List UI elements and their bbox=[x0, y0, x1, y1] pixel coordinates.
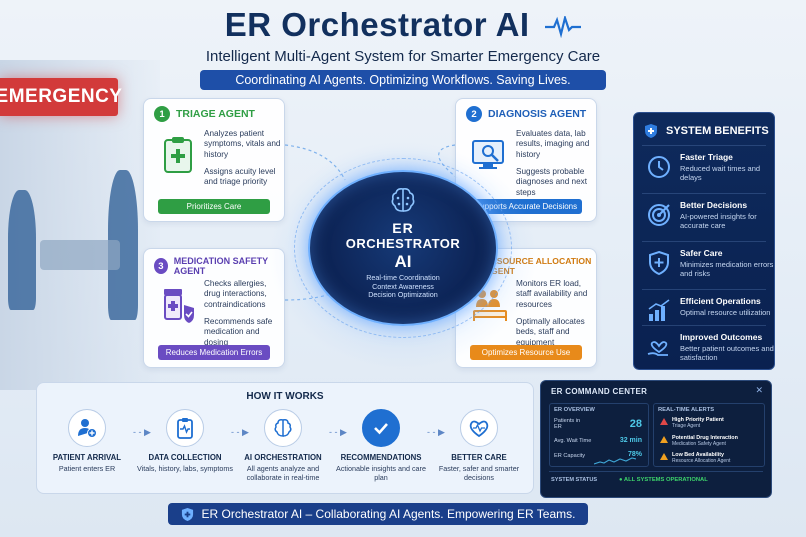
section-label: ER OVERVIEW bbox=[554, 407, 595, 413]
process-step: RECOMMENDATIONS Actionable insights and … bbox=[333, 409, 429, 482]
arrow-icon: - - ▶ bbox=[427, 427, 445, 437]
warning-icon bbox=[660, 436, 668, 443]
alert-item[interactable]: High Priority Patient Triage Agent bbox=[658, 417, 760, 430]
agent-title: TRIAGE AGENT bbox=[176, 108, 255, 120]
emergency-sign: EMERGENCY bbox=[0, 78, 122, 116]
status-indicator: ● ALL SYSTEMS OPERATIONAL bbox=[619, 477, 708, 483]
benefit-item: Faster Triage Reduced wait times and del… bbox=[642, 145, 766, 193]
metric-value: 28 bbox=[629, 418, 642, 430]
arrow-icon: - - ▶ bbox=[329, 427, 347, 437]
page-subtitle: Intelligent Multi-Agent System for Smart… bbox=[205, 48, 601, 65]
page-title: ER Orchestrator AI bbox=[0, 6, 806, 44]
capacity-sparkline bbox=[594, 457, 636, 465]
close-icon[interactable]: ✕ bbox=[755, 385, 763, 395]
clipboard-medical-icon bbox=[158, 135, 198, 175]
hub-feature: Real-time Coordination bbox=[366, 273, 440, 282]
step-number-badge: 3 bbox=[154, 258, 168, 274]
brain-icon bbox=[264, 409, 302, 447]
hub-title-line: AI bbox=[394, 252, 412, 271]
process-step: AI ORCHESTRATION All agents analyze and … bbox=[235, 409, 331, 482]
agent-title: MEDICATION SAFETY AGENT bbox=[173, 256, 268, 276]
clock-icon bbox=[646, 154, 672, 180]
brain-icon bbox=[388, 185, 418, 215]
agent-benefit-pill: Prioritizes Care bbox=[158, 199, 270, 214]
metric-row: Patients in ER 28 bbox=[554, 418, 642, 431]
metric-value: 78% bbox=[627, 451, 642, 458]
agent-benefit-pill: Reduces Medication Errors bbox=[158, 345, 270, 360]
process-step: BETTER CARE Faster, safer and smarter de… bbox=[431, 409, 527, 482]
system-status-bar: SYSTEM STATUS ● ALL SYSTEMS OPERATIONAL bbox=[549, 471, 763, 487]
hub-title-line: ORCHESTRATOR bbox=[345, 236, 461, 251]
warning-icon bbox=[660, 453, 668, 460]
clipboard-icon bbox=[166, 409, 204, 447]
center-ring bbox=[294, 158, 512, 338]
warning-icon bbox=[660, 418, 668, 425]
heartbeat-icon bbox=[545, 16, 582, 39]
target-icon bbox=[646, 202, 672, 228]
process-step: DATA COLLECTION Vitals, history, labs, s… bbox=[137, 409, 233, 473]
hand-heart-icon bbox=[646, 334, 672, 360]
step-number-badge: 1 bbox=[154, 106, 170, 122]
agent-description: Analyzes patient symptoms, vitals and hi… bbox=[204, 129, 281, 159]
section-label: REAL-TIME ALERTS bbox=[658, 407, 715, 413]
hub-features: Real-time Coordination Context Awareness… bbox=[308, 273, 498, 300]
agent-title: DIAGNOSIS AGENT bbox=[488, 108, 587, 120]
patient-add-icon bbox=[68, 409, 106, 447]
agent-description: Checks allergies, drug interactions, con… bbox=[204, 279, 267, 309]
er-overview-section: ER OVERVIEW Patients in ER 28 Avg. Wait … bbox=[549, 403, 649, 467]
system-benefits-panel: SYSTEM BENEFITS Faster Triage Reduced wa… bbox=[633, 112, 775, 370]
benefit-item: Improved Outcomes Better patient outcome… bbox=[642, 325, 774, 373]
step-number-badge: 2 bbox=[466, 106, 482, 122]
alert-item[interactable]: Low Bed Availability Resource Allocation… bbox=[658, 452, 760, 465]
metric-row: ER Capacity 78% bbox=[554, 451, 642, 459]
shield-icon bbox=[181, 507, 194, 522]
pill-bottle-shield-icon bbox=[158, 285, 198, 325]
check-circle-icon bbox=[362, 409, 400, 447]
hub-feature: Context Awareness bbox=[372, 281, 434, 291]
heart-pulse-icon bbox=[460, 409, 498, 447]
metric-value: 32 min bbox=[619, 437, 642, 444]
agent-description: Assigns acuity level and triage priority bbox=[204, 167, 276, 187]
agent-description: Recommends safe medication and dosing bbox=[204, 317, 273, 347]
footer-banner: ER Orchestrator AI – Collaborating AI Ag… bbox=[168, 503, 588, 525]
benefit-item: Efficient Operations Optimal resource ut… bbox=[642, 289, 770, 337]
medication-safety-agent-card[interactable]: 3 MEDICATION SAFETY AGENT Checks allergi… bbox=[143, 248, 285, 368]
arrow-icon: - - ▶ bbox=[231, 427, 249, 437]
bar-chart-icon bbox=[646, 298, 672, 324]
hub-feature: Decision Optimization bbox=[368, 290, 438, 300]
hospital-bed bbox=[40, 240, 120, 270]
shield-plus-icon bbox=[646, 250, 672, 276]
benefits-header: SYSTEM BENEFITS bbox=[644, 123, 769, 139]
section-title: HOW IT WORKS bbox=[246, 391, 324, 402]
er-command-center-panel: ER COMMAND CENTER ✕ ER OVERVIEW Patients… bbox=[540, 380, 772, 498]
panel-title: ER COMMAND CENTER bbox=[551, 387, 648, 396]
hub-title-line: ER bbox=[392, 220, 414, 236]
benefit-item: Better Decisions AI-powered insights for… bbox=[642, 193, 766, 241]
tagline-banner: Coordinating AI Agents. Optimizing Workf… bbox=[200, 70, 606, 90]
triage-agent-card[interactable]: 1 TRIAGE AGENT Analyzes patient symptoms… bbox=[143, 98, 285, 222]
arrow-icon: - - ▶ bbox=[133, 427, 151, 437]
benefit-item: Safer Care Minimizes medication errors a… bbox=[642, 241, 773, 289]
shield-icon bbox=[644, 123, 658, 139]
alert-item[interactable]: Potential Drug Interaction Medication Sa… bbox=[658, 435, 760, 448]
metric-row: Avg. Wait Time 32 min bbox=[554, 437, 642, 444]
how-it-works-panel: HOW IT WORKS PATIENT ARRIVAL Patient ent… bbox=[36, 382, 534, 494]
real-time-alerts-section: REAL-TIME ALERTS High Priority Patient T… bbox=[653, 403, 765, 467]
process-step: PATIENT ARRIVAL Patient enters ER bbox=[39, 409, 135, 473]
nurse-figure bbox=[8, 190, 36, 310]
